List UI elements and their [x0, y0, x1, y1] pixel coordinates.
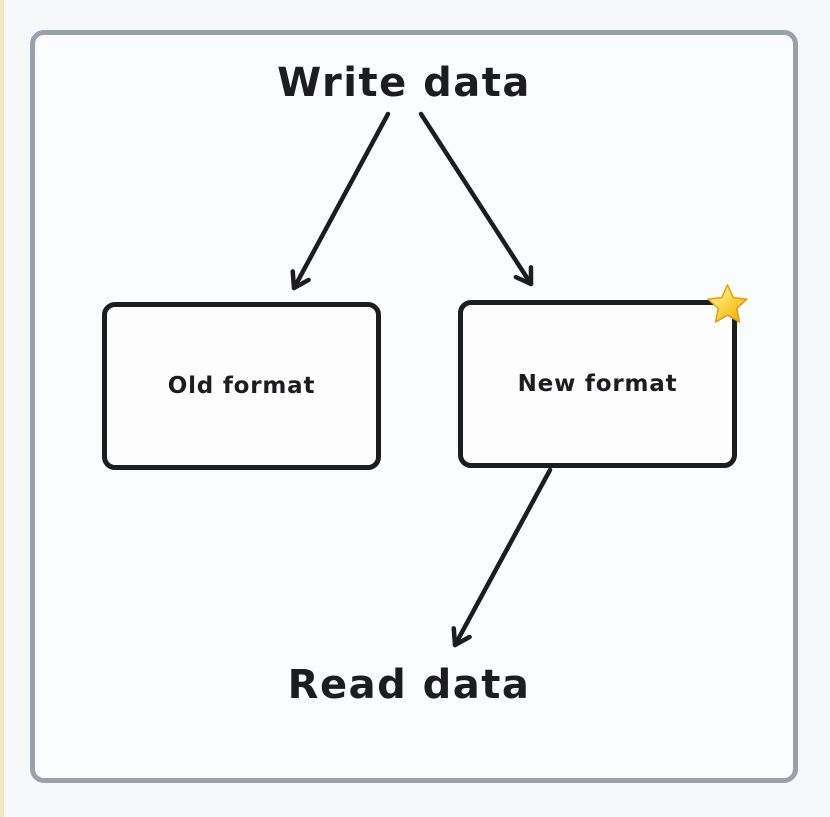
node-new-format-label: New format [517, 371, 678, 397]
write-data-label: Write data [277, 60, 531, 106]
read-data-label: Read data [287, 662, 531, 708]
star-icon [707, 284, 748, 323]
node-new-format: New format [458, 300, 737, 468]
node-old-format-label: Old format [167, 373, 316, 399]
left-accent-strip [0, 0, 4, 817]
node-old-format: Old format [102, 302, 381, 470]
